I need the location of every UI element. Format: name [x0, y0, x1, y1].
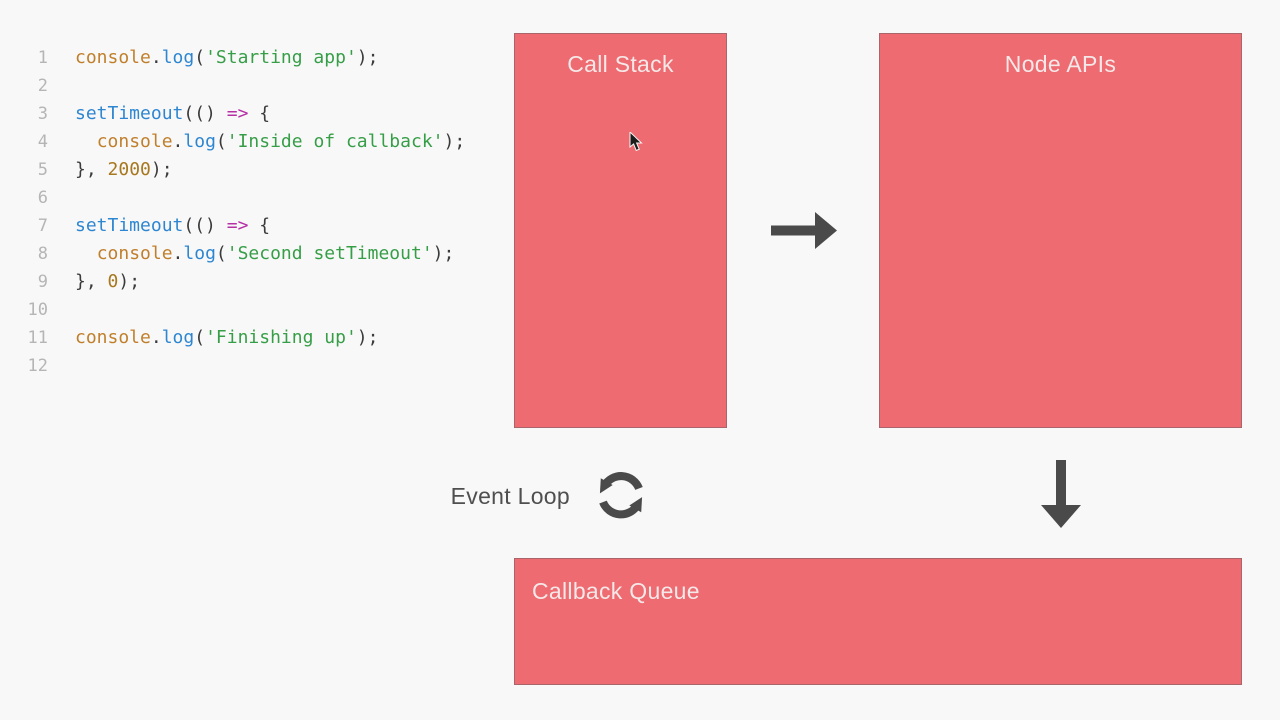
line-number: 8 — [37, 244, 48, 264]
line-number: 3 — [37, 104, 48, 124]
arrow-down-icon — [1041, 460, 1081, 528]
mouse-cursor-icon — [629, 132, 643, 152]
code-line: 8 console.log('Second setTimeout'); — [22, 240, 465, 268]
callback-queue-box: Callback Queue — [514, 558, 1242, 685]
code-text: }, 2000); — [75, 159, 173, 180]
code-line: 7 setTimeout(() => { — [22, 212, 465, 240]
line-number: 2 — [37, 76, 48, 96]
code-line: 1 console.log('Starting app'); — [22, 44, 465, 72]
line-number: 12 — [27, 356, 48, 376]
code-line: 11 console.log('Finishing up'); — [22, 324, 465, 352]
code-line: 10 — [22, 296, 465, 324]
line-number: 11 — [27, 328, 48, 348]
code-line: 12 — [22, 352, 465, 380]
code-line: 4 console.log('Inside of callback'); — [22, 128, 465, 156]
code-text: setTimeout(() => { — [75, 103, 271, 124]
line-number: 7 — [37, 216, 48, 236]
event-loop-label: Event Loop — [450, 483, 570, 509]
call-stack-box: Call Stack — [514, 33, 727, 428]
line-number: 4 — [37, 132, 48, 152]
code-editor: 1 console.log('Starting app'); 2 3 setTimeou… — [22, 44, 466, 380]
line-number: 6 — [37, 188, 48, 208]
callback-queue-title: Callback Queue — [532, 578, 700, 604]
code-line: 3 setTimeout(() => { — [22, 100, 465, 128]
code-text: console.log('Finishing up'); — [75, 327, 379, 348]
code-line: 5 }, 2000); — [22, 156, 465, 184]
line-number: 10 — [27, 300, 48, 320]
arrow-right-icon — [771, 212, 837, 249]
event-loop-icon — [599, 472, 643, 519]
code-text: setTimeout(() => { — [75, 215, 271, 236]
code-text: console.log('Second setTimeout'); — [96, 243, 455, 264]
line-number: 1 — [37, 48, 48, 68]
code-line: 9 }, 0); — [22, 268, 465, 296]
line-number: 5 — [37, 160, 48, 180]
call-stack-title: Call Stack — [567, 51, 674, 77]
code-line: 6 — [22, 184, 465, 212]
code-text: console.log('Inside of callback'); — [96, 131, 466, 152]
node-apis-title: Node APIs — [1004, 51, 1117, 77]
code-text: }, 0); — [75, 271, 141, 292]
line-number: 9 — [37, 272, 48, 292]
node-apis-box: Node APIs — [879, 33, 1242, 428]
code-line: 2 — [22, 72, 465, 100]
code-text: console.log('Starting app'); — [75, 47, 379, 68]
